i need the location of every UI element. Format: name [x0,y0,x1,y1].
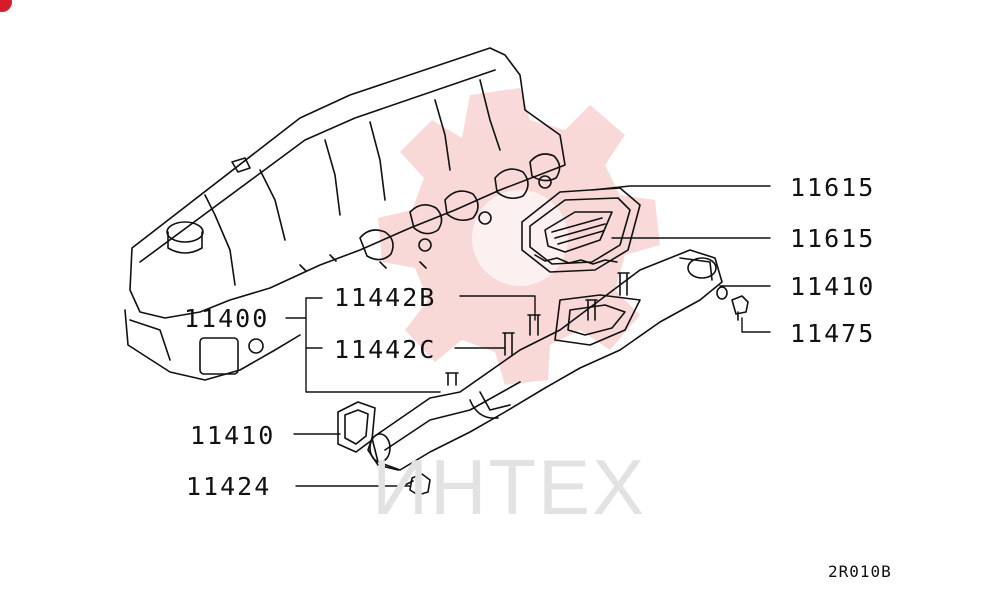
part-label-11442c: 11442C [334,335,437,364]
cylinder-head [124,47,566,381]
right-ring-gasket [716,286,728,300]
leader-lines [285,185,771,487]
part-label-11615-outer: 11615 [790,173,876,202]
manifold-bolt [404,473,431,496]
manifold-end-gasket [337,401,376,453]
part-label-11424: 11424 [186,472,272,501]
watermark-text: ИНТЕХ [372,443,647,531]
part-label-11475: 11475 [790,319,876,348]
corner-logo-mark [0,0,12,12]
exhaust-manifold [367,249,723,471]
heat-shield-gasket [521,187,641,273]
part-label-11410-left: 11410 [190,421,276,450]
part-label-11410-right: 11410 [790,272,876,301]
part-label-11400: 11400 [184,304,270,333]
right-plug [731,295,749,321]
diagram-code: 2R010B [828,562,892,581]
part-label-11615-inner: 11615 [790,224,876,253]
part-label-11442b: 11442B [334,283,437,312]
